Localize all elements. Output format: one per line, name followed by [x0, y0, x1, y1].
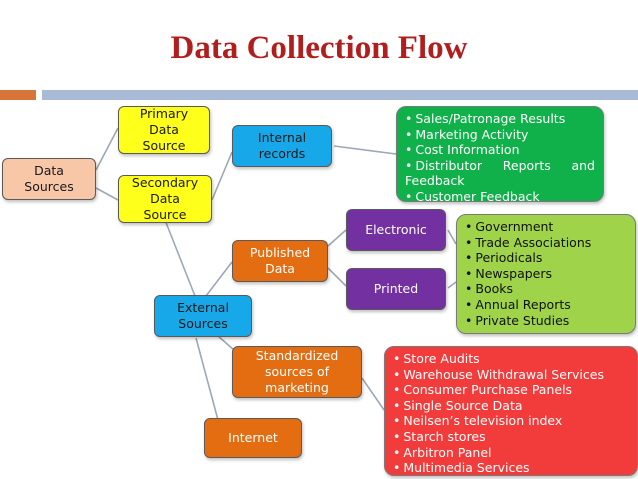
connector-sources-secondary	[95, 187, 119, 201]
list-item: Annual Reports	[465, 297, 627, 313]
standardized-sources-panel: Store Audits Warehouse Withdrawal Servic…	[384, 346, 638, 476]
connector-external-internet	[195, 337, 219, 421]
primary-data-source-node: Primary Data Source	[118, 106, 210, 154]
list-item: Cost Information	[405, 142, 595, 158]
connector-published-printed	[327, 267, 347, 287]
connector-internal-panel	[333, 145, 397, 155]
published-data-node: Published Data	[232, 240, 328, 282]
list-item: Distributor Reports and Feedback	[405, 158, 595, 189]
published-data-panel: Government Trade Associations Periodical…	[456, 214, 636, 334]
published-data-list: Government Trade Associations Periodical…	[465, 219, 627, 328]
internal-records-node: Internal records	[232, 125, 332, 167]
list-item: Multimedia Services	[393, 460, 629, 476]
printed-node: Printed	[346, 268, 446, 310]
connector-secondary-external	[164, 219, 196, 297]
list-item: Trade Associations	[465, 235, 627, 251]
list-item: Periodicals	[465, 250, 627, 266]
electronic-node: Electronic	[346, 209, 446, 251]
connector-electronic-panel	[447, 229, 457, 245]
connector-sources-primary	[95, 127, 119, 171]
internet-node: Internet	[204, 418, 302, 458]
list-item: Arbitron Panel	[393, 445, 629, 461]
standardized-sources-list: Store Audits Warehouse Withdrawal Servic…	[393, 351, 629, 476]
connector-standardized-panel	[361, 377, 385, 411]
connector-printed-panel	[447, 281, 457, 289]
list-item: Private Studies	[465, 313, 627, 329]
list-item: Starch stores	[393, 429, 629, 445]
secondary-data-source-node: Secondary Data Source	[118, 175, 212, 223]
external-sources-node: External Sources	[154, 295, 252, 337]
list-item: Store Audits	[393, 351, 629, 367]
list-item: Neilsen’s television index	[393, 413, 629, 429]
internal-records-panel: Sales/Patronage Results Marketing Activi…	[396, 106, 604, 205]
list-item: Warehouse Withdrawal Services	[393, 367, 629, 383]
title-rule-accent	[0, 90, 36, 100]
list-item: Books	[465, 281, 627, 297]
connector-external-standardized	[217, 335, 235, 351]
data-sources-node: Data Sources	[2, 158, 96, 200]
list-item: Sales/Patronage Results	[405, 111, 595, 127]
list-item: Government	[465, 219, 627, 235]
page-title: Data Collection Flow	[170, 30, 468, 66]
connector-published-electronic	[327, 229, 347, 247]
list-item: Customer Feedback	[405, 189, 595, 205]
connector-external-published	[205, 261, 233, 297]
connector-secondary-internal	[211, 151, 233, 201]
internal-records-list: Sales/Patronage Results Marketing Activi…	[405, 111, 595, 205]
title-rule	[42, 90, 638, 100]
list-item: Single Source Data	[393, 398, 629, 414]
list-item: Consumer Purchase Panels	[393, 382, 629, 398]
list-item: Marketing Activity	[405, 127, 595, 143]
list-item: Newspapers	[465, 266, 627, 282]
standardized-sources-node: Standardized sources of marketing	[232, 346, 362, 398]
